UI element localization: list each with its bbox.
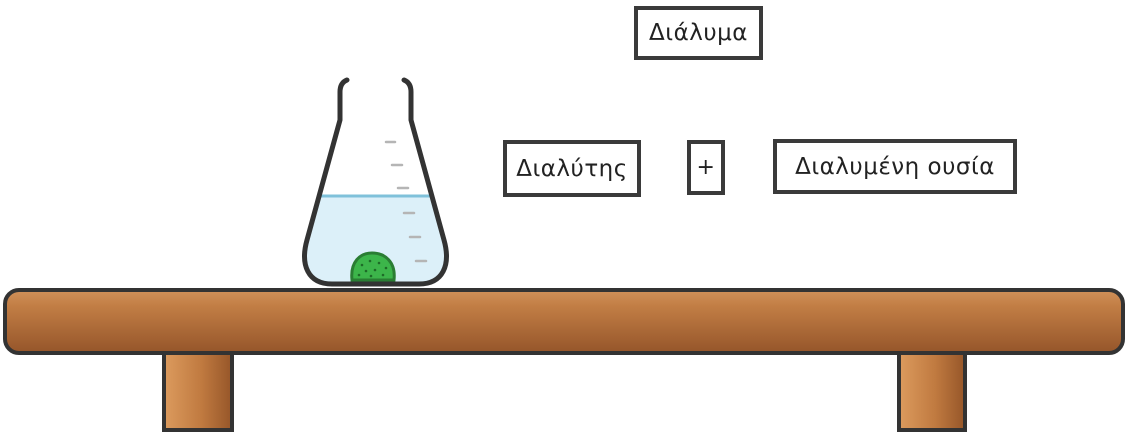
solution-label: Διάλυμα [634,6,763,60]
plus-sign: + [687,140,725,195]
solute-label: Διαλυμένη ουσία [773,139,1017,194]
graduation-marks [384,140,428,263]
erlenmeyer-flask-icon [302,77,449,287]
table-icon [3,288,1125,355]
solvent-label: Διαλύτης [503,140,641,197]
table-leg-right [897,343,967,432]
solute-lump-icon [350,251,396,282]
table-leg-left [162,343,234,432]
